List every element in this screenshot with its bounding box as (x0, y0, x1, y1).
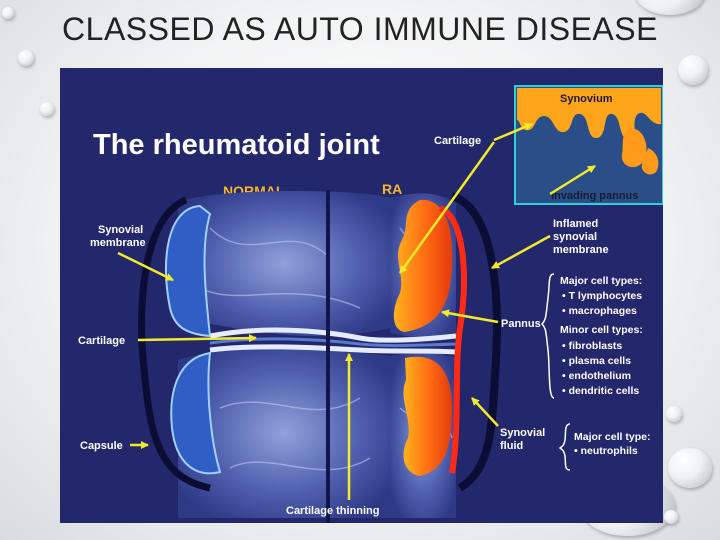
pannus-label: Pannus (501, 318, 541, 330)
synovium-inset: Synovium Invading pannus (514, 85, 663, 205)
invading-pannus-label: Invading pannus (551, 190, 638, 202)
label-arrows (117, 122, 596, 500)
water-drop (40, 102, 54, 116)
water-drop (664, 510, 678, 524)
joint-illustration (138, 190, 501, 523)
ra-label: RA (382, 181, 402, 197)
pannus-brace (540, 273, 555, 399)
cartilage-top-label: Cartilage (434, 135, 481, 147)
water-drop (666, 406, 682, 422)
cartilage-thinning-label: Cartilage thinning (286, 505, 380, 517)
water-drop (635, 0, 705, 15)
water-drop (2, 7, 14, 19)
water-drop (678, 55, 708, 85)
diagram-heading: The rheumatoid joint (93, 129, 380, 161)
pannus-cell-types: Major cell types: • T lymphocytes • macr… (560, 275, 646, 397)
slide-title: CLASSED AS AUTO IMMUNE DISEASE (62, 11, 658, 47)
synovial-fluid-label: Synovial fluid (500, 427, 548, 452)
capsule-label: Capsule (80, 440, 123, 452)
cartilage-left-label: Cartilage (78, 335, 125, 347)
synovial-membrane-label: Synovial membrane (90, 224, 146, 249)
rheumatoid-joint-diagram: Synovium Invading pannus The rheumatoid … (60, 68, 663, 523)
water-drop (18, 50, 34, 66)
synovium-label: Synovium (560, 93, 613, 105)
fluid-cell-types: Major cell type: • neutrophils (574, 431, 653, 457)
fluid-brace (558, 423, 571, 471)
water-drop (668, 448, 712, 488)
inflamed-synovial-membrane-label: Inflamed synovial membrane (553, 218, 609, 256)
